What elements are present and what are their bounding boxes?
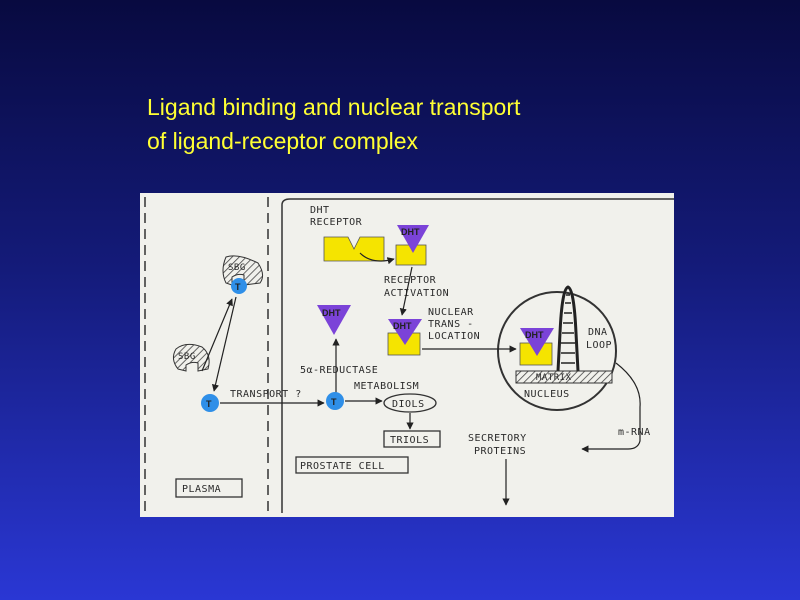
triols-label: TRIOLS — [390, 435, 429, 446]
dht-receptor-label-2: RECEPTOR — [310, 217, 363, 228]
diols-label: DIOLS — [392, 399, 425, 410]
dht-free-triangle — [317, 305, 351, 335]
prostate-cell-outline — [281, 198, 674, 513]
dht-free-label: DHT — [322, 308, 341, 318]
receptor-activation-label-1: RECEPTOR — [384, 275, 437, 286]
nucleus-circle — [497, 291, 617, 411]
metabolism-label: METABOLISM — [354, 381, 419, 392]
nuclear-translocation-label-2: TRANS - — [428, 319, 474, 330]
nuclear-translocation-label-1: NUCLEAR — [428, 307, 474, 318]
dht-complex-triangle — [388, 319, 422, 345]
dna-loop-shape — [556, 285, 580, 372]
triols-box — [383, 430, 441, 448]
slide-title: Ligand binding and nuclear transport of … — [147, 90, 747, 158]
dht-receptor-shape — [323, 236, 385, 262]
secretory-label-1: SECRETORY — [468, 433, 527, 444]
sbg-free-label: SBG — [178, 352, 196, 362]
testosterone-cell — [326, 392, 344, 410]
dht-top-label: DHT — [401, 227, 420, 237]
secretory-label-2: PROTEINS — [474, 446, 526, 457]
arrow-binding — [359, 252, 395, 265]
reductase-label: 5α-REDUCTASE — [300, 365, 378, 376]
arrow-activation — [399, 266, 413, 316]
dht-complex-label: DHT — [393, 321, 412, 331]
androgen-pathway-diagram: DHT RECEPTOR DHT RECEPTOR ACTIVATION DHT… — [140, 193, 674, 517]
arrow-mrna — [581, 362, 641, 453]
plasma-label: PLASMA — [182, 484, 221, 495]
dna-loop-label-1: DNA — [588, 327, 608, 338]
dht-top-triangle — [397, 225, 429, 253]
sbg-bound-shape — [222, 255, 264, 286]
nuclear-matrix — [515, 370, 613, 384]
t-plasma-label: T — [206, 399, 212, 409]
nucleus-label: NUCLEUS — [524, 389, 570, 400]
plasma-box — [175, 478, 243, 498]
title-line-1: Ligand binding and nuclear transport — [147, 94, 521, 120]
nuclear-translocation-label-3: LOCATION — [428, 331, 480, 342]
matrix-label: MATRIX — [536, 373, 572, 383]
testosterone-bound — [231, 278, 247, 294]
t-cell-label: T — [331, 397, 337, 407]
title-line-2: of ligand-receptor complex — [147, 128, 419, 154]
diagram-svg: DHT RECEPTOR DHT RECEPTOR ACTIVATION DHT… — [144, 197, 674, 513]
receptor-activation-label-2: ACTIVATION — [384, 288, 449, 299]
testosterone-plasma — [201, 394, 219, 412]
transport-label: TRANSPORT ? — [230, 389, 302, 400]
t-bound-label: T — [235, 282, 241, 292]
sbg-free-shape — [172, 343, 210, 372]
prostate-cell-box — [295, 456, 409, 474]
diols-oval — [383, 393, 437, 413]
prostate-cell-label: PROSTATE CELL — [300, 461, 385, 472]
dht-nucleus-label: DHT — [525, 330, 544, 340]
dht-receptor-label-1: DHT — [310, 205, 330, 216]
dna-loop-label-2: LOOP — [586, 340, 612, 351]
sbg-bound-label: SBG — [228, 263, 246, 273]
mrna-label: m-RNA — [618, 427, 651, 438]
arrow-dissociation — [211, 296, 237, 392]
arrow-association — [201, 298, 233, 372]
dht-nucleus-triangle — [520, 328, 554, 356]
